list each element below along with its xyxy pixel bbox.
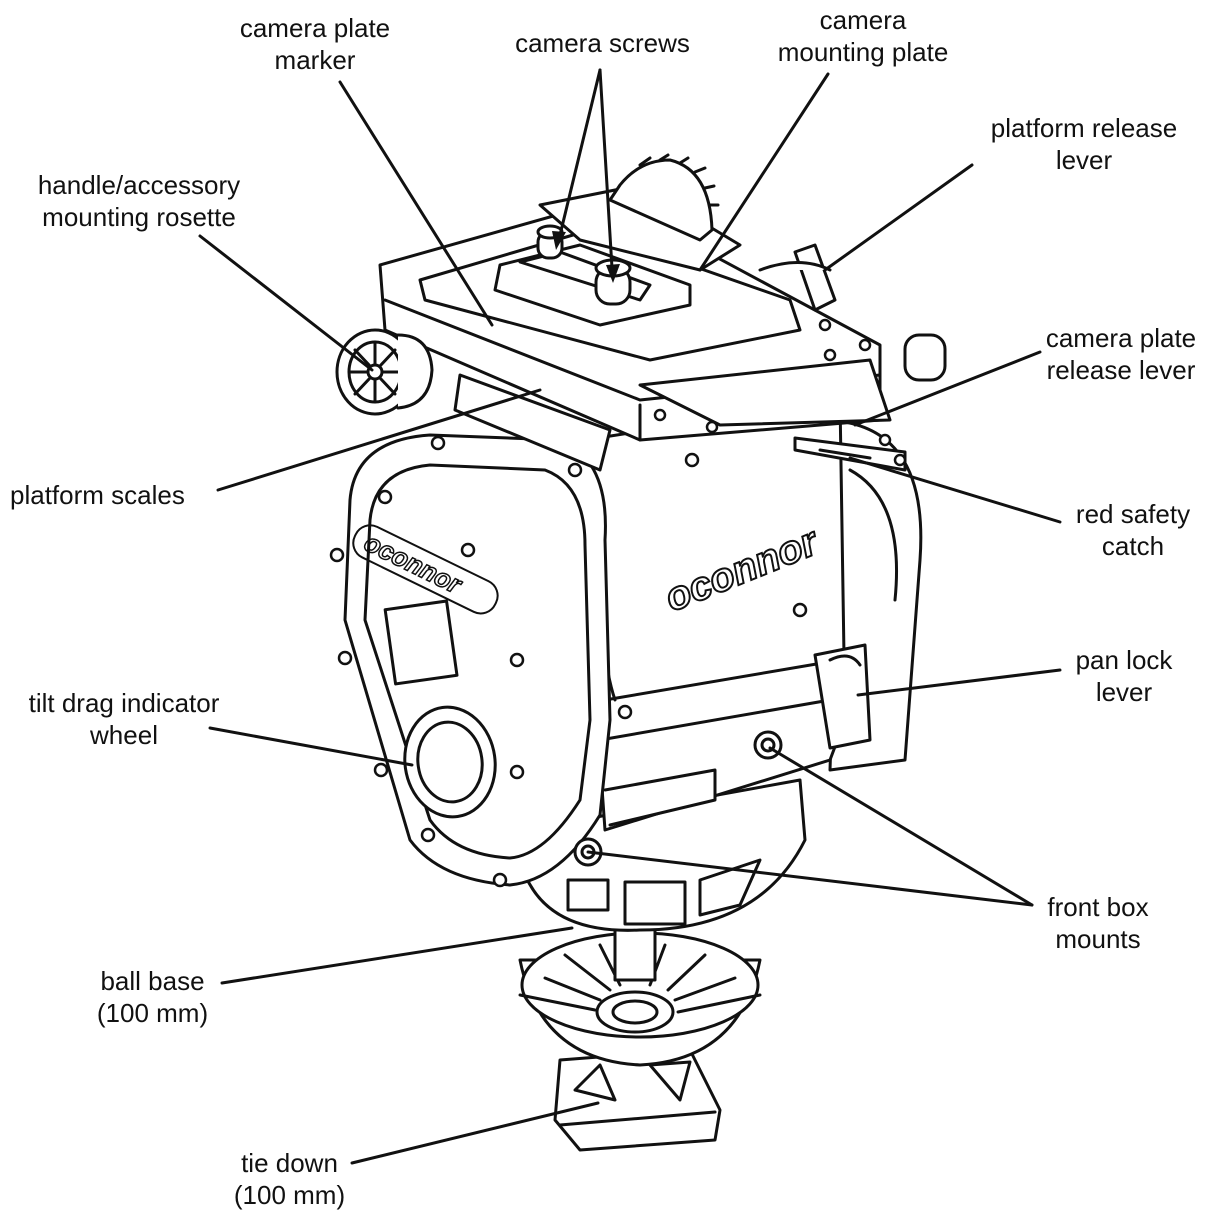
tie-down-part [553,1048,722,1152]
label-ball-base: ball base (100 mm) [96,966,209,1028]
label-front-box-mounts: front box mounts [1047,892,1149,954]
pan-lock-lever-part [813,643,872,750]
main-body [583,398,847,832]
label-tilt-drag-wheel: tilt drag indicator wheel [28,688,220,750]
body-screws [329,318,907,888]
leader-ball-base [220,926,574,985]
leader-camera-plate-release-lever [853,350,1042,427]
label-camera-screws: camera screws [515,28,690,58]
leader-tie-down [350,1101,600,1165]
leader-red-safety-catch [848,456,1062,524]
leader-platform-scales [216,388,542,492]
leader-camera-mounting-plate [698,72,830,272]
label-platform-scales: platform scales [10,480,185,510]
leader-pan-lock-lever [856,668,1062,697]
label-red-safety-catch: red safety catch [1075,499,1191,561]
leader-camera-screw-1 [558,68,602,237]
leader-tilt-drag-wheel [208,726,414,767]
leader-lines [198,68,1062,1165]
rosette-part [335,328,434,416]
counterbalance-knob [608,153,720,242]
label-camera-plate-release-lever: camera plate release lever [1045,323,1197,385]
label-handle-rosette: handle/accessory mounting rosette [37,170,241,232]
label-platform-release-lever: platform release lever [990,113,1178,175]
arrowheads [552,231,620,283]
label-tie-down: tie down (100 mm) [233,1148,346,1210]
label-pan-lock-lever: pan lock lever [1075,645,1173,707]
platform-release-lever-part [758,243,837,312]
leader-front-box-mount-2 [768,746,1034,907]
side-cover [343,433,612,887]
leader-handle-rosette [198,234,374,372]
bowl-housing [518,778,807,932]
camera-plate-release-lever-part [638,358,907,472]
leader-camera-plate-marker [338,80,494,327]
label-camera-mounting-plate: camera mounting plate [777,5,949,67]
leader-platform-release-lever [823,163,974,272]
label-camera-plate-marker: camera plate marker [239,13,391,75]
leader-camera-screw-2 [598,68,614,270]
leader-front-box-mount-1 [586,850,1034,907]
camera-screw-parts [536,224,632,306]
